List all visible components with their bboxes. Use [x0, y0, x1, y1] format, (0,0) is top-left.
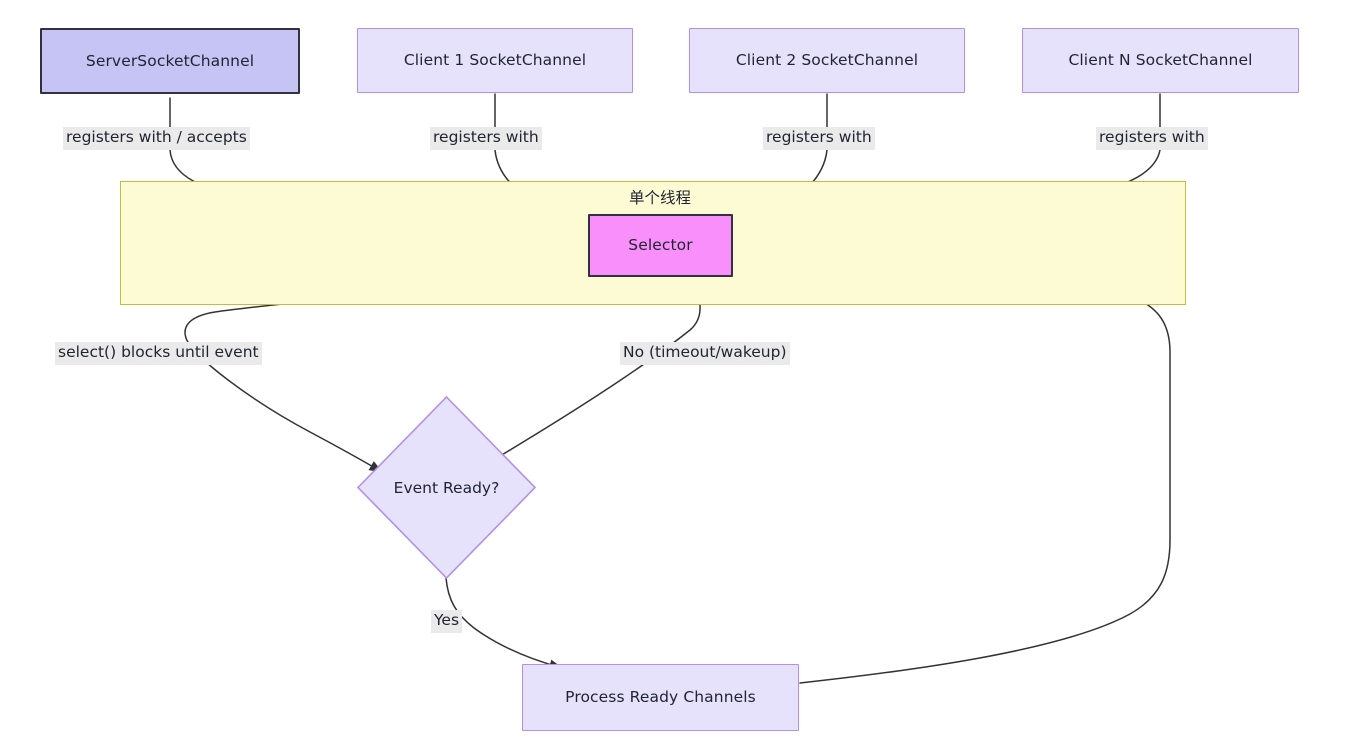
node-selector-label: Selector: [628, 236, 693, 255]
node-event-ready-decision[interactable]: Event Ready?: [357, 396, 536, 579]
edge-label-registers-with-clientn: registers with: [1096, 127, 1208, 150]
node-process-ready-channels[interactable]: Process Ready Channels: [522, 664, 799, 731]
node-event-ready-label: Event Ready?: [393, 478, 500, 497]
edge-label-no-timeout: No (timeout/wakeup): [620, 342, 790, 365]
node-client1-socket-channel[interactable]: Client 1 SocketChannel: [357, 28, 633, 93]
node-clientn-socket-channel-label: Client N SocketChannel: [1068, 51, 1253, 70]
node-server-socket-channel-label: ServerSocketChannel: [85, 51, 255, 70]
node-client2-socket-channel[interactable]: Client 2 SocketChannel: [689, 28, 965, 93]
edge-label-registers-with-client1: registers with: [430, 127, 542, 150]
node-selector[interactable]: Selector: [588, 214, 733, 277]
edge-event-ready-yes-to-process: [445, 577, 563, 670]
edge-process-to-selector-loopback: [739, 256, 1171, 684]
node-client2-socket-channel-label: Client 2 SocketChannel: [735, 51, 919, 70]
edge-label-select-blocks: select() blocks until event: [55, 342, 262, 365]
node-process-ready-channels-label: Process Ready Channels: [565, 688, 756, 707]
node-server-socket-channel[interactable]: ServerSocketChannel: [40, 28, 300, 94]
edge-label-registers-with-client2: registers with: [763, 127, 875, 150]
edge-label-registers-accepts: registers with / accepts: [63, 127, 250, 150]
edge-label-yes: Yes: [431, 610, 463, 633]
node-client1-socket-channel-label: Client 1 SocketChannel: [403, 51, 587, 70]
node-clientn-socket-channel[interactable]: Client N SocketChannel: [1022, 28, 1299, 93]
subgraph-title: 单个线程: [628, 189, 691, 207]
